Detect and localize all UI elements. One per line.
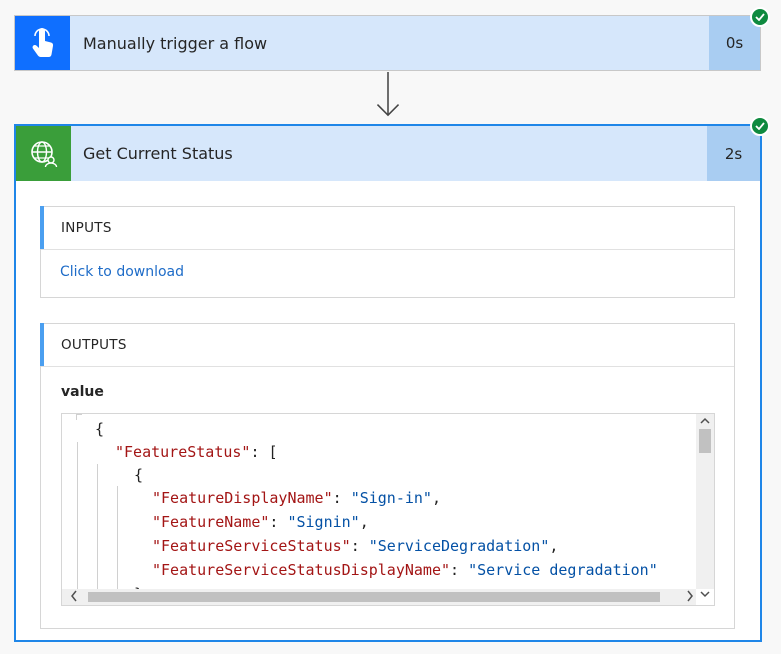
- code-punctuation: {: [134, 466, 144, 484]
- action-step-header[interactable]: Get Current Status 2s: [16, 126, 760, 181]
- code-line: {: [95, 418, 104, 440]
- vertical-scrollbar[interactable]: [696, 414, 714, 589]
- trigger-step-duration: 0s: [709, 16, 760, 70]
- indent-guide: [77, 442, 78, 589]
- code-line: "FeatureDisplayName": "Sign-in",: [152, 489, 441, 507]
- inputs-section: INPUTS Click to download: [40, 206, 735, 298]
- action-step-card[interactable]: Get Current Status 2s INPUTS Click to do…: [14, 124, 762, 642]
- success-check-icon: [750, 7, 770, 27]
- scroll-right-icon[interactable]: [686, 590, 694, 605]
- horizontal-scroll-thumb[interactable]: [88, 592, 660, 602]
- trigger-step-header[interactable]: Manually trigger a flow 0s: [15, 16, 760, 70]
- connector-arrow-icon: [376, 72, 400, 117]
- code-string: "Service degradation": [468, 561, 658, 579]
- code-line: "FeatureName": "Signin",: [152, 513, 369, 531]
- code-key: "FeatureServiceStatusDisplayName": [152, 561, 451, 579]
- code-line: },: [134, 583, 152, 589]
- scroll-down-icon[interactable]: [700, 584, 710, 603]
- code-key: "FeatureDisplayName": [152, 489, 333, 507]
- action-step-duration: 2s: [707, 126, 760, 181]
- code-punctuation: : [: [250, 443, 278, 461]
- code-string: "Sign-in": [350, 489, 432, 507]
- fold-guide: [76, 414, 77, 420]
- download-inputs-link[interactable]: Click to download: [60, 264, 185, 280]
- scroll-left-icon[interactable]: [70, 590, 78, 605]
- touch-hand-icon: [15, 16, 70, 70]
- value-label: value: [61, 384, 104, 400]
- code-line: "FeatureServiceStatus": "ServiceDegradat…: [152, 537, 559, 555]
- action-step-title: Get Current Status: [83, 144, 233, 163]
- section-accent-bar: [40, 206, 44, 249]
- inputs-heading: INPUTS: [61, 220, 112, 236]
- code-string: "ServiceDegradation": [368, 537, 550, 555]
- vertical-scroll-thumb[interactable]: [699, 429, 711, 453]
- json-code-viewer[interactable]: { "FeatureStatus": [ { "FeatureDisplayNa…: [61, 413, 715, 606]
- code-string: "Signin": [287, 513, 360, 531]
- fold-guide: [76, 414, 82, 415]
- trigger-step-card[interactable]: Manually trigger a flow 0s: [14, 15, 761, 71]
- code-line: "FeatureStatus": [: [115, 441, 278, 463]
- section-accent-bar: [40, 323, 44, 366]
- indent-guide: [97, 464, 98, 589]
- scroll-up-icon[interactable]: [700, 415, 710, 429]
- outputs-heading: OUTPUTS: [61, 337, 127, 353]
- trigger-step-title: Manually trigger a flow: [83, 33, 268, 53]
- code-punctuation: {: [95, 420, 105, 438]
- horizontal-scrollbar[interactable]: [62, 589, 696, 605]
- outputs-section-header: OUTPUTS: [40, 323, 734, 367]
- code-line: "FeatureServiceStatusDisplayName": "Serv…: [152, 561, 658, 579]
- success-check-icon: [750, 116, 770, 136]
- indent-guide: [117, 486, 118, 589]
- code-line: {: [134, 464, 143, 486]
- globe-person-icon: [16, 126, 71, 181]
- code-key: "FeatureStatus": [115, 443, 251, 461]
- code-key: "FeatureServiceStatus": [152, 537, 351, 555]
- inputs-section-header: INPUTS: [40, 206, 734, 250]
- outputs-section: OUTPUTS value { "FeatureStatus": [ { "Fe…: [40, 323, 735, 629]
- code-key: "FeatureName": [152, 513, 270, 531]
- code-content[interactable]: { "FeatureStatus": [ { "FeatureDisplayNa…: [62, 414, 696, 589]
